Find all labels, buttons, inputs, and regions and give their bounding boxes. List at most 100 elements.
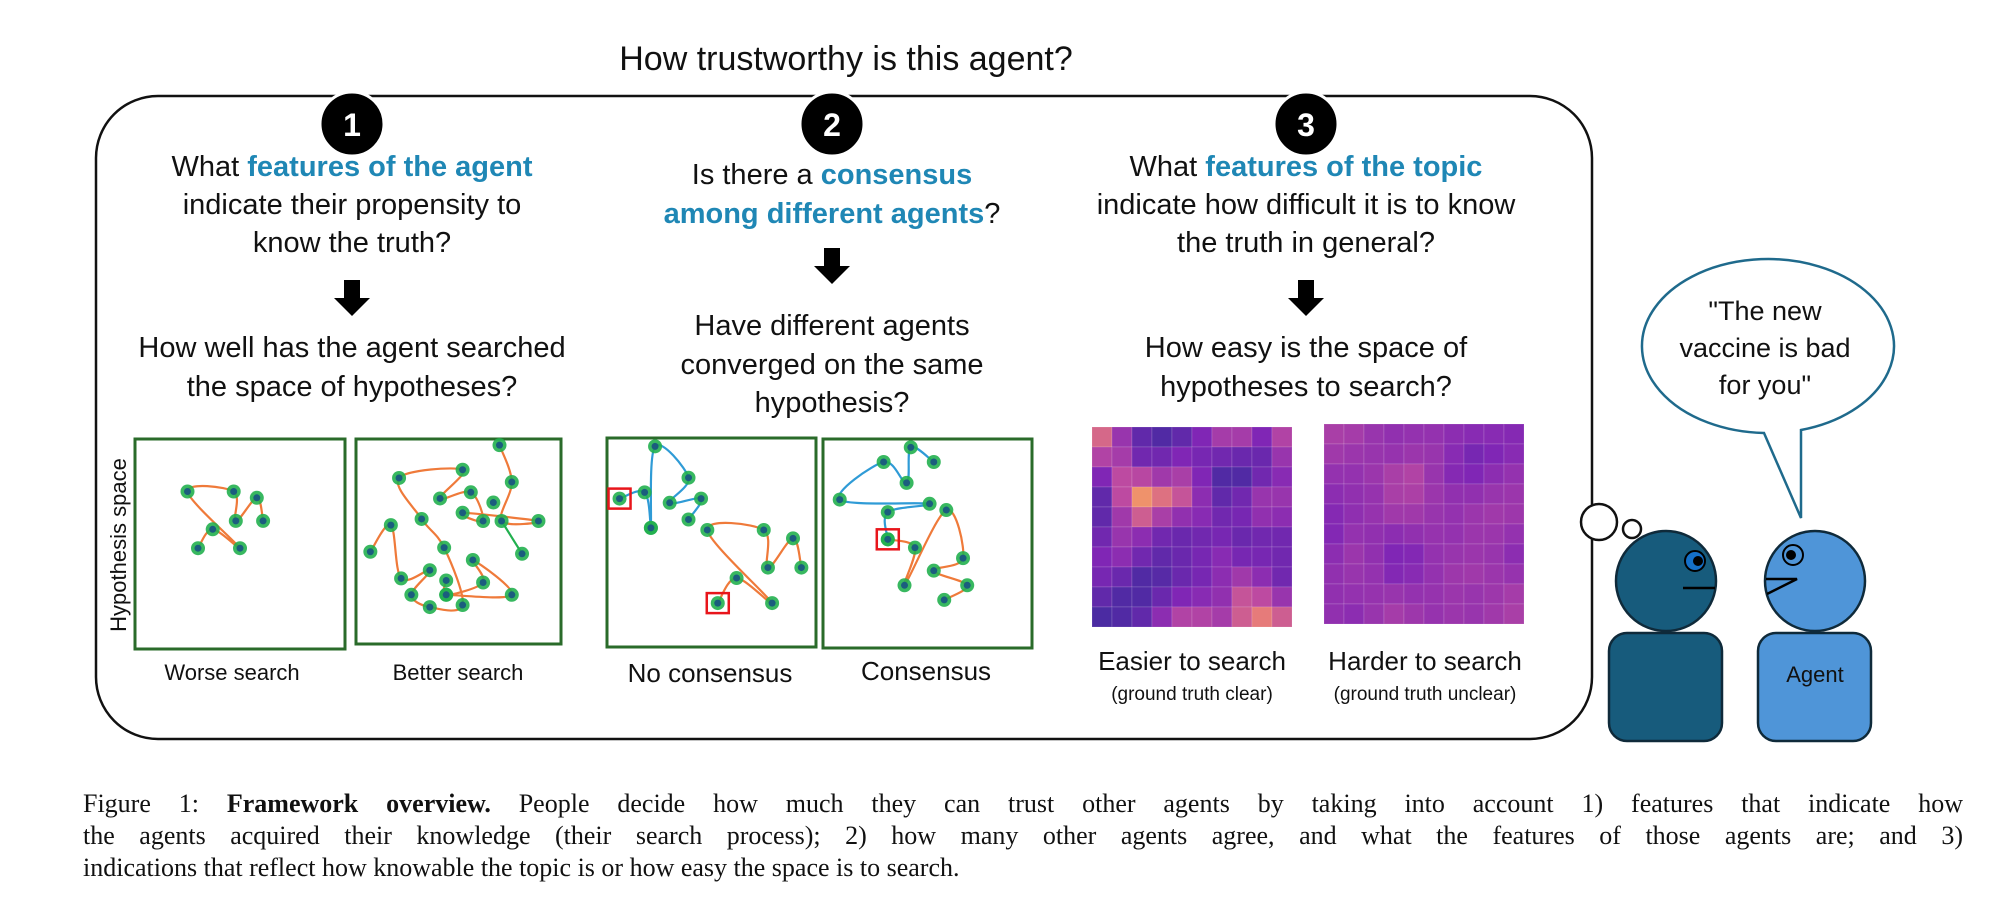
heatmap-cell — [1423, 463, 1445, 485]
hypothesis-node-core — [534, 517, 542, 525]
heatmap-cell — [1251, 606, 1273, 628]
heatmap-cell — [1423, 443, 1445, 465]
heatmap-cell — [1091, 426, 1113, 448]
panel-frame — [821, 437, 1034, 650]
heatmap-cell — [1131, 486, 1153, 508]
heatmap-cell — [1383, 603, 1405, 625]
consensus-label: Consensus — [861, 656, 991, 686]
heatmap-cell — [1111, 466, 1133, 488]
hypothesis-node-core — [479, 517, 487, 525]
heatmap-cell — [1111, 446, 1133, 468]
sub-question-1-line-2: the space of hypotheses? — [187, 371, 518, 403]
heatmap-cell — [1231, 606, 1253, 628]
heatmap-cell — [1211, 566, 1233, 588]
hypothesis-node-core — [518, 550, 526, 558]
framework-figure: How trustworthy is this agent? 1 2 3 Wha… — [94, 40, 1896, 743]
heatmap-cell — [1443, 583, 1465, 605]
agent-label: Agent — [1786, 662, 1844, 687]
no-consensus-panel — [605, 436, 818, 649]
heatmap-cell — [1383, 463, 1405, 485]
hypothesis-node-core — [194, 544, 202, 552]
heatmap-cell — [1151, 506, 1173, 528]
heatmap-cell — [1343, 463, 1365, 485]
heatmap-cell — [1231, 586, 1253, 608]
figure-caption: Figure 1: Framework overview. People dec… — [83, 788, 1963, 884]
heatmap-cell — [1443, 483, 1465, 505]
hypothesis-node-core — [651, 442, 659, 450]
caption-line-3: indications that reflect how knowable th… — [83, 853, 960, 882]
thought-bubble-large — [1579, 502, 1619, 542]
heatmap-cell — [1151, 586, 1173, 608]
heatmap-cell — [1503, 603, 1525, 625]
hypothesis-node-core — [426, 566, 434, 574]
heatmap-cell — [1423, 543, 1445, 565]
heatmap-cell — [1131, 506, 1153, 528]
selected-hypothesis-marker — [875, 528, 901, 551]
better-search-panel — [354, 437, 563, 646]
heatmap-cell — [1463, 563, 1485, 585]
heatmap-cell — [1231, 526, 1253, 548]
heatmap-cell — [1171, 426, 1193, 448]
heatmap-cell — [1111, 486, 1133, 508]
heatmap-cell — [1403, 503, 1425, 525]
heatmap-cell — [1231, 566, 1253, 588]
heatmap-cell — [1091, 546, 1113, 568]
heatmap-cell — [1251, 526, 1273, 548]
heatmap-cell — [1271, 506, 1293, 528]
heatmap-cell — [1483, 483, 1505, 505]
heatmap-cell — [1323, 423, 1345, 445]
hypothesis-node-core — [467, 488, 475, 496]
heatmap-cell — [1151, 466, 1173, 488]
heatmap-cell — [1363, 423, 1385, 445]
heatmap-cell — [1363, 463, 1385, 485]
heatmap-cell — [1171, 446, 1193, 468]
heatmap-cell — [1423, 423, 1445, 445]
heatmap-cell — [1091, 466, 1113, 488]
heatmap-cell — [1323, 463, 1345, 485]
better-search-label: Better search — [393, 660, 524, 685]
heatmap-cell — [1443, 423, 1465, 445]
thought-bubble-small — [1621, 518, 1643, 540]
heatmap-cell — [1403, 583, 1425, 605]
caption-prefix: Figure 1: — [83, 789, 227, 818]
heatmap-cell — [1171, 486, 1193, 508]
heatmap-cell — [1131, 446, 1153, 468]
heatmap-cell — [1151, 426, 1173, 448]
heatmap-cell — [1111, 506, 1133, 528]
heatmap-cell — [1211, 426, 1233, 448]
hypothesis-node-core — [930, 567, 938, 575]
svg-text:3: 3 — [1297, 107, 1315, 143]
heatmap-cell — [1403, 483, 1425, 505]
easier-to-search-label: Easier to search — [1098, 646, 1286, 676]
question-1-line-3: know the truth? — [253, 227, 451, 259]
heatmap-cell — [1251, 486, 1273, 508]
heatmap-cell — [1191, 486, 1213, 508]
hypothesis-node-core — [397, 574, 405, 582]
hypothesis-node-core — [963, 581, 971, 589]
heatmap-cell — [1443, 603, 1465, 625]
caption-line-2: the agents acquired their knowledge (the… — [83, 821, 1963, 850]
heatmap-cell — [1191, 606, 1213, 628]
harder-to-search-label: Harder to search — [1328, 646, 1522, 676]
heatmap-cell — [1271, 426, 1293, 448]
svg-text:2: 2 — [823, 107, 841, 143]
heatmap-cell — [1191, 526, 1213, 548]
heatmap-cell — [1191, 506, 1213, 528]
heatmap-cell — [1343, 563, 1365, 585]
heatmap-cell — [1151, 446, 1173, 468]
question-3-line-1: What features of the topic — [1130, 151, 1483, 183]
hypothesis-node-core — [940, 596, 948, 604]
hypothesis-node-core — [942, 506, 950, 514]
heatmap-cell — [1363, 563, 1385, 585]
heatmap-cell — [1383, 503, 1405, 525]
hypothesis-node-core — [498, 517, 506, 525]
hypothesis-node-core — [911, 544, 919, 552]
heatmap-cell — [1323, 523, 1345, 545]
sub-question-2-line-1: Have different agents — [694, 310, 969, 342]
question-2-line-1: Is there a consensus — [692, 159, 972, 191]
heatmap-cell — [1343, 583, 1365, 605]
hypothesis-node-core — [232, 517, 240, 525]
heatmap-cell — [1403, 563, 1425, 585]
heatmap-cell — [1443, 503, 1465, 525]
heatmap-cell — [1383, 443, 1405, 465]
